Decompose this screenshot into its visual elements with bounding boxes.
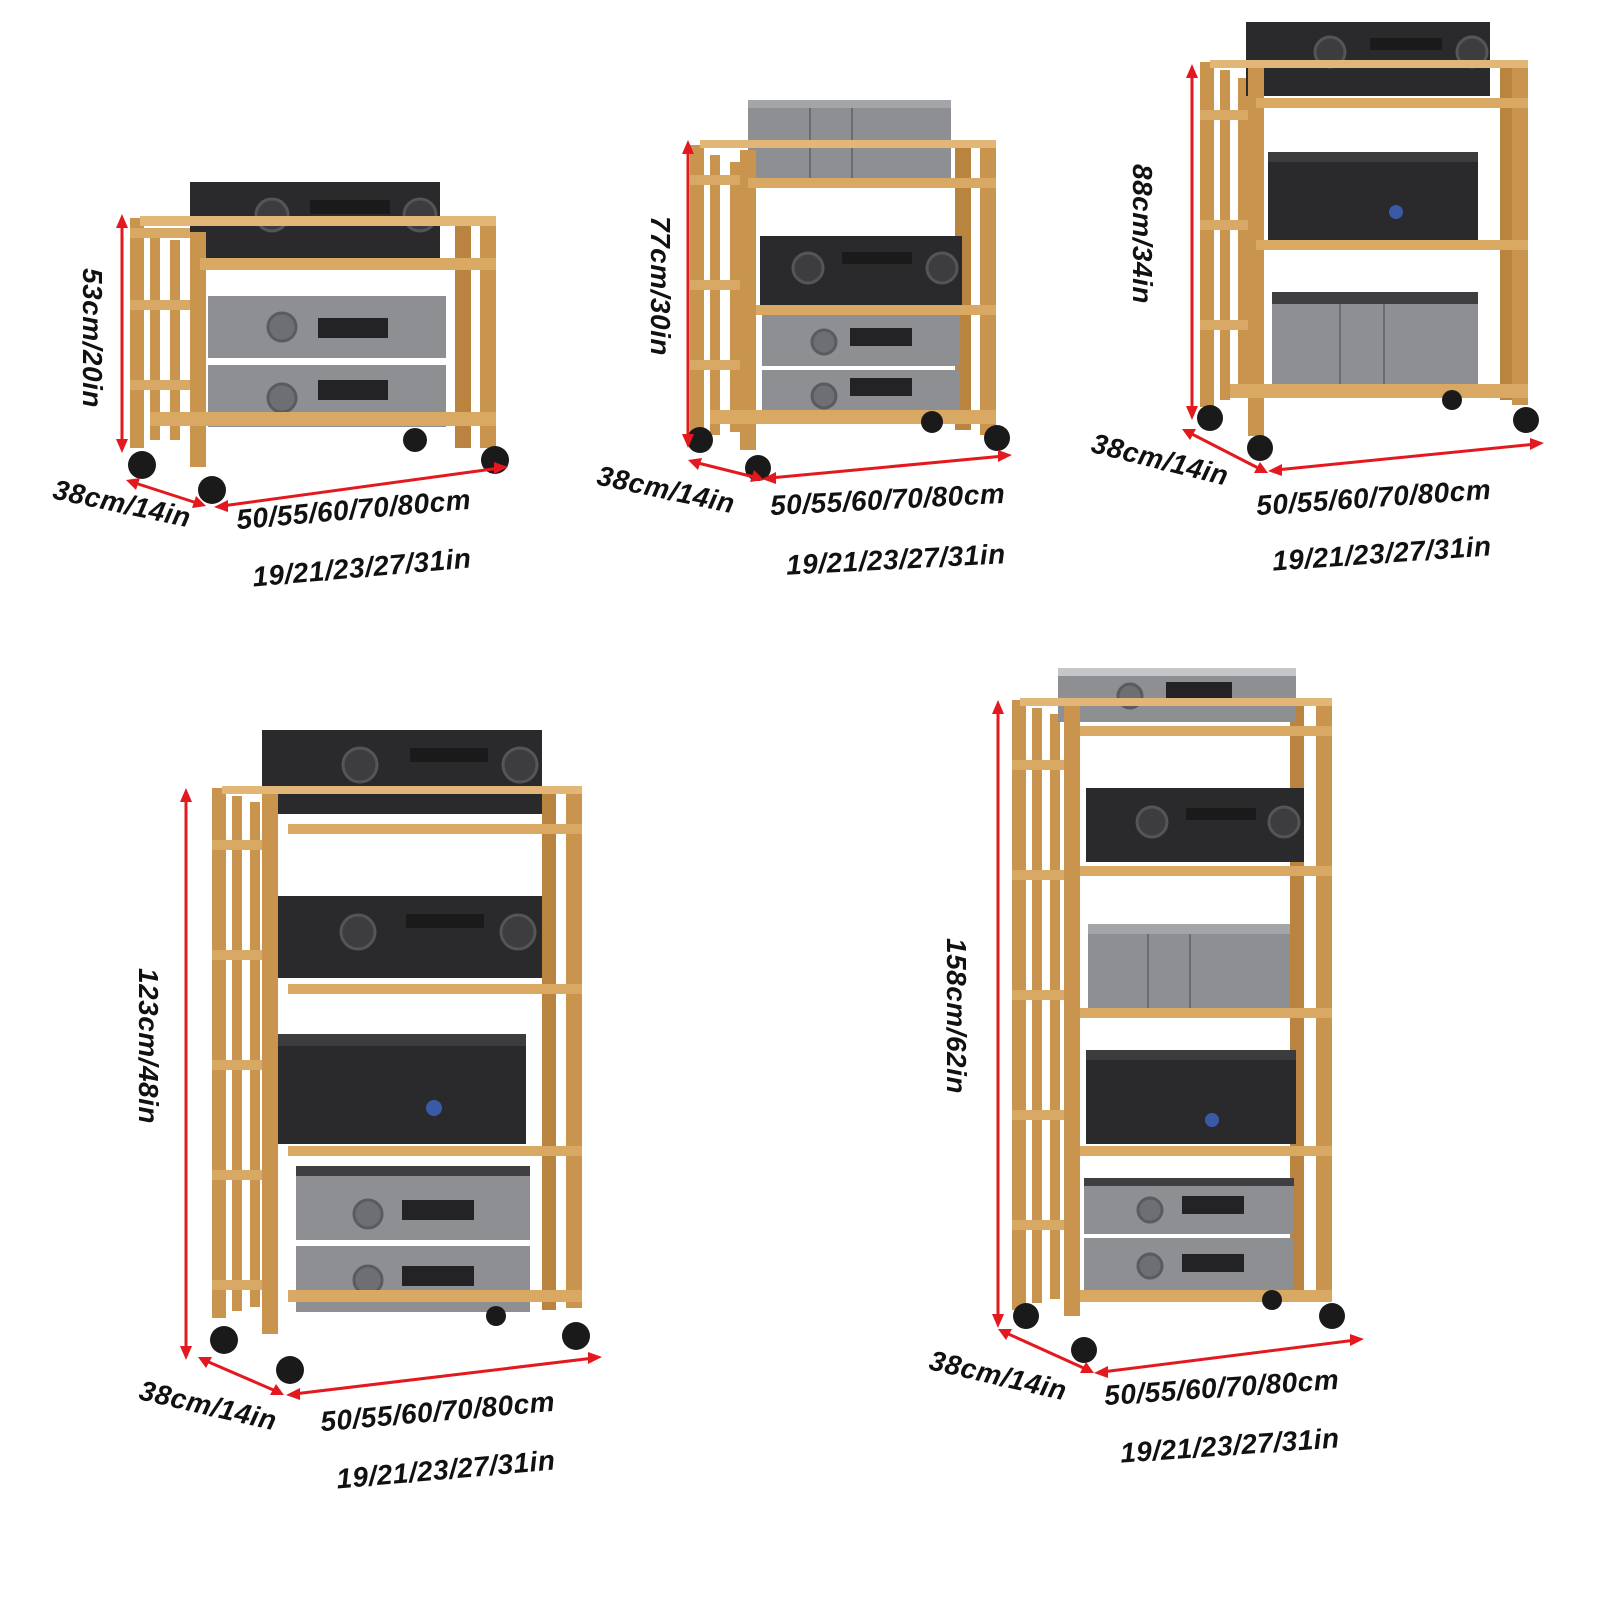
power-amplifier-black — [1268, 152, 1478, 244]
rack-3-tier: 77cm/30in 38cm/14in 50/55/60/70/80cm 19/… — [560, 0, 1080, 620]
height-label: 123cm/48in — [133, 968, 164, 1124]
cd-player — [1084, 1238, 1294, 1292]
height-label: 77cm/30in — [644, 216, 676, 356]
rack-3-tier-drawing — [682, 100, 1012, 484]
av-receiver — [266, 896, 542, 978]
av-receiver — [262, 730, 542, 814]
height-label: 53cm/20in — [76, 268, 108, 408]
av-receiver — [1246, 22, 1490, 96]
av-receiver — [760, 236, 962, 312]
rack-5-tier: 123cm/48in 38cm/14in 50/55/60/70/80cm 19… — [100, 700, 660, 1580]
rack-2-tier: 53cm/20in 38cm/14in 50/55/60/70/80cm 19/… — [0, 0, 560, 620]
rack-6-tier: 158cm/62in 38cm/14in 50/55/60/70/80cm 19… — [920, 660, 1480, 1540]
rack-4-tier-drawing — [1182, 22, 1544, 476]
cd-player — [296, 1166, 530, 1240]
power-amplifier-black — [276, 1034, 526, 1144]
av-receiver — [1086, 788, 1304, 862]
height-label: 158cm/62in — [941, 938, 972, 1094]
rack-6-tier-drawing — [992, 668, 1364, 1378]
cd-player — [1084, 1178, 1294, 1234]
power-amplifier-black — [1086, 1050, 1296, 1144]
height-label: 88cm/34in — [1126, 164, 1158, 304]
power-amplifier-silver — [1272, 292, 1478, 386]
rack-4-tier: 88cm/34in 38cm/14in 50/55/60/70/80cm 19/… — [1080, 0, 1600, 620]
cd-player — [762, 314, 960, 366]
rack-2-tier-drawing — [116, 182, 509, 512]
power-amplifier-silver — [1088, 924, 1290, 1010]
cd-player — [296, 1246, 530, 1312]
cd-player — [1058, 668, 1296, 722]
cd-player — [208, 296, 446, 358]
rack-5-tier-drawing — [180, 730, 602, 1400]
